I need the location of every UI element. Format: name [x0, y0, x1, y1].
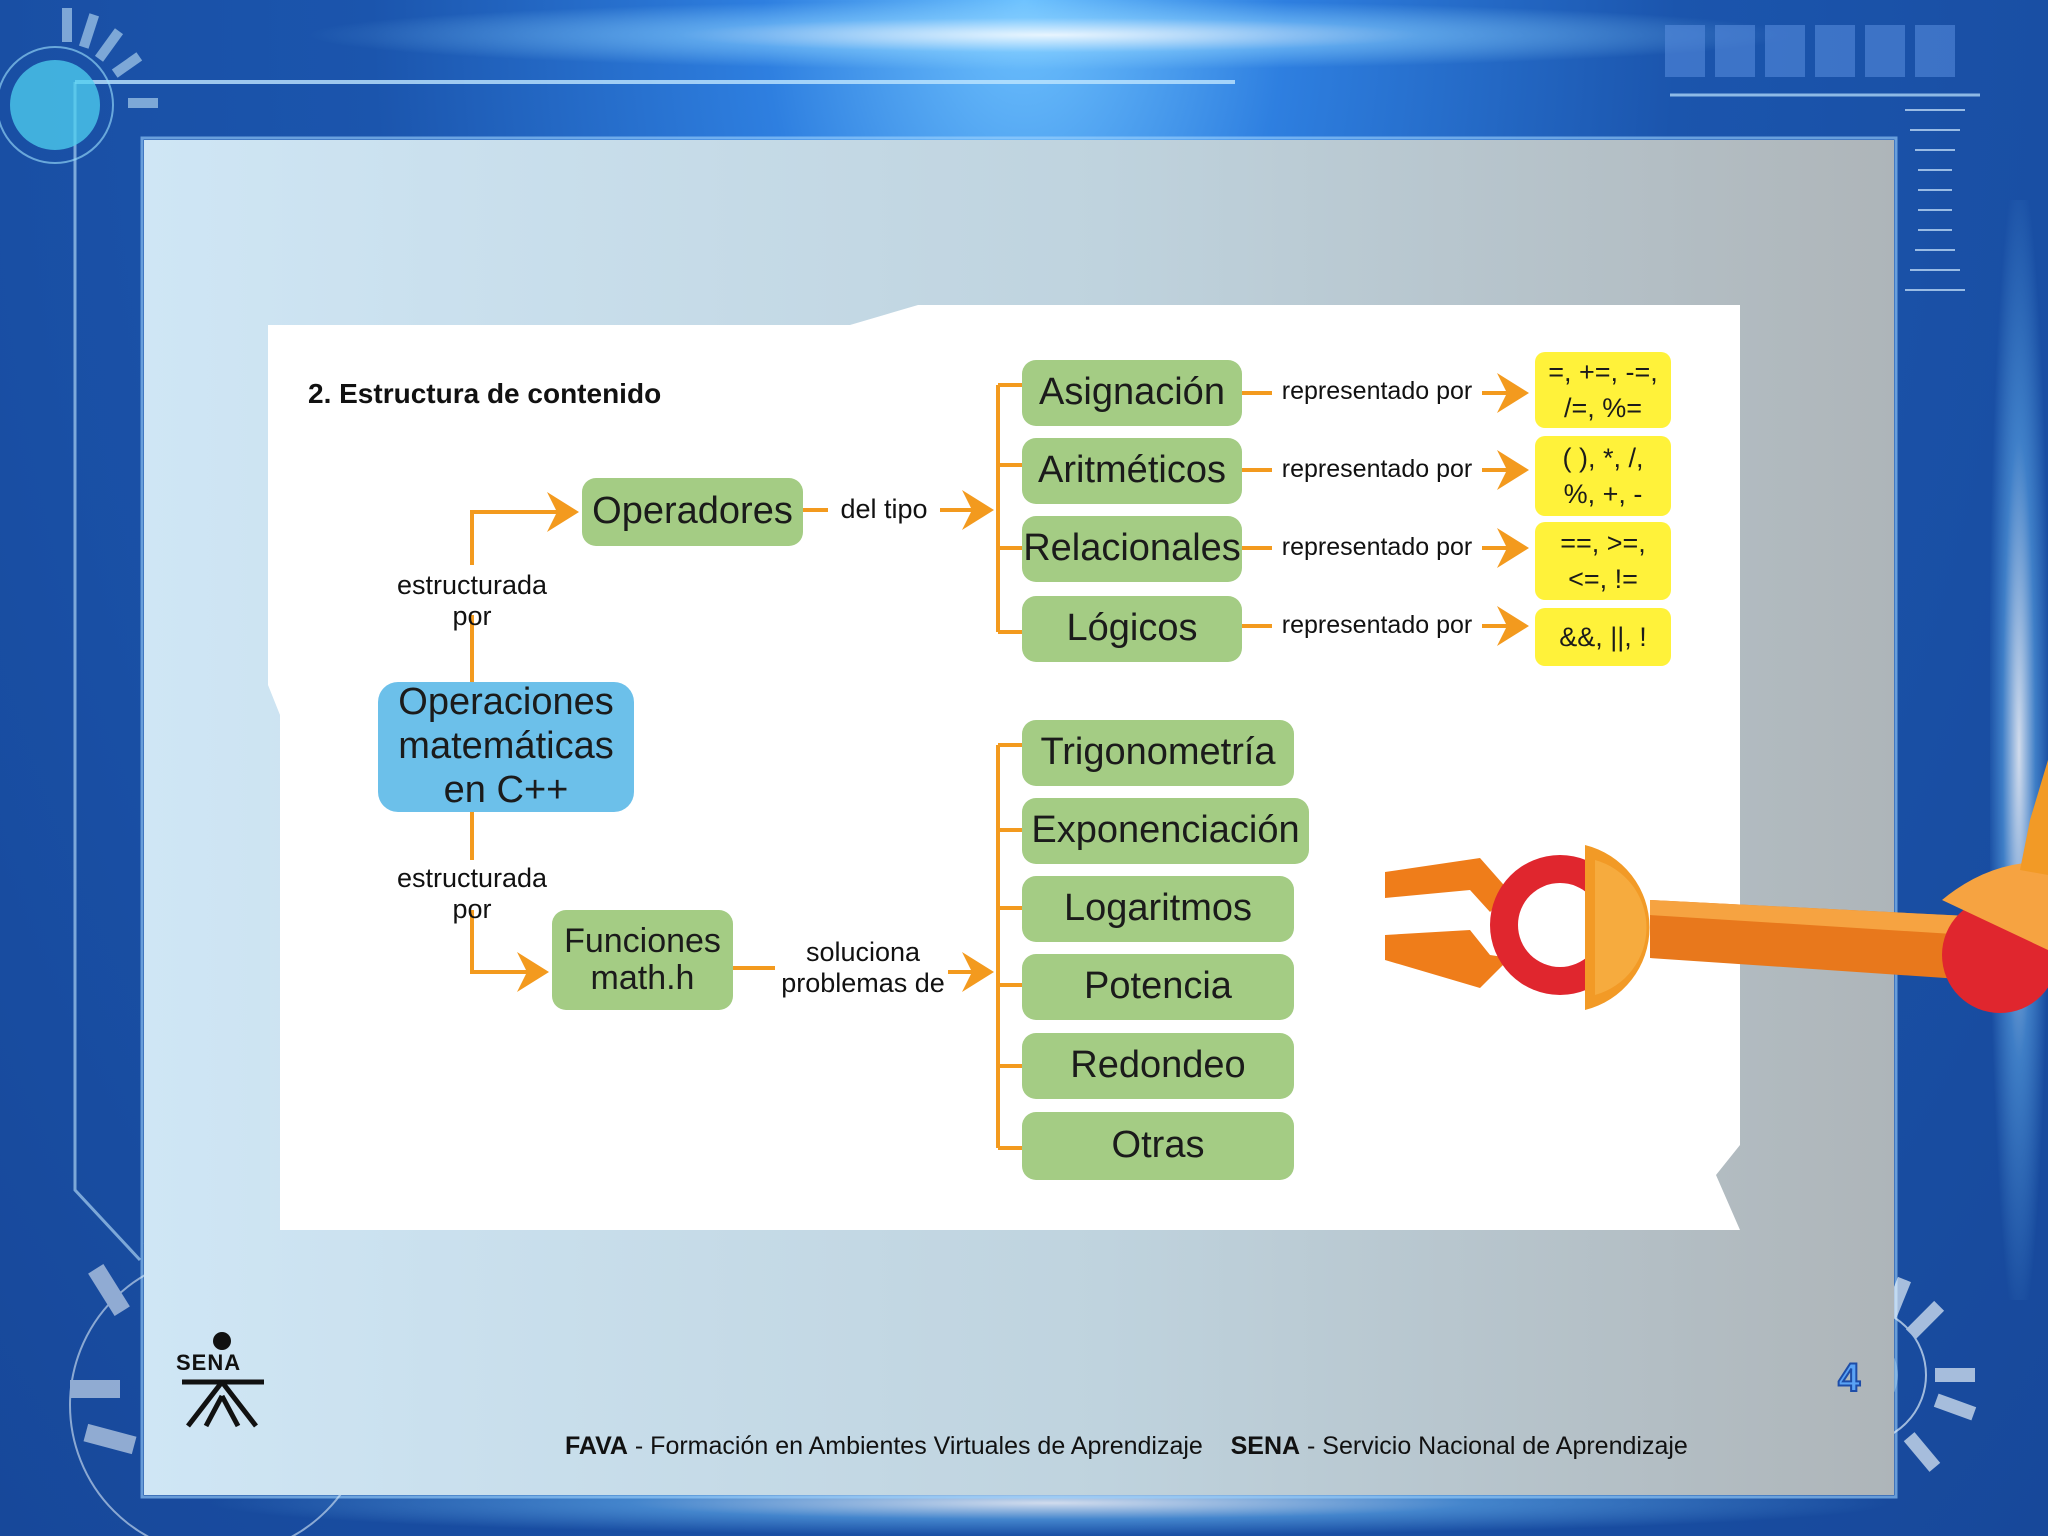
link-label-text: por	[452, 601, 492, 632]
operator-type-relacionales: Relacionales	[1022, 516, 1242, 582]
symbols-line: ( ), *, /,	[1562, 442, 1644, 473]
operadores-node: Operadores	[582, 478, 803, 546]
problem-trigonometria: Trigonometría	[1022, 720, 1294, 786]
right-ruler-lines	[1905, 109, 1965, 291]
link-label-representado: representado por	[1281, 611, 1473, 639]
sena-logo: SENA	[168, 1330, 278, 1430]
root-line-2: matemáticas	[398, 725, 614, 768]
operator-type-asignacion: Asignación	[1022, 360, 1242, 426]
link-label-estructurada-top: estructurada por	[386, 570, 558, 632]
symbols-asignacion: =, +=, -=, /=, %=	[1535, 352, 1671, 428]
sena-logo-mark	[182, 1332, 264, 1428]
root-line-1: Operaciones	[398, 681, 614, 724]
funciones-line-1: Funciones	[564, 921, 721, 960]
right-glow	[1990, 200, 2048, 1300]
link-label-soluciona: soluciona problemas de	[772, 937, 954, 999]
root-line-3: en C++	[443, 768, 569, 811]
symbols-line: =, +=, -=,	[1548, 356, 1658, 387]
symbols-line: &&, ||, !	[1559, 621, 1647, 652]
operator-type-aritmeticos: Aritméticos	[1022, 438, 1242, 504]
footer-sena-text: - Servicio Nacional de Aprendizaje	[1300, 1432, 1688, 1460]
problem-redondeo: Redondeo	[1022, 1033, 1294, 1099]
page-number: 4	[1837, 1355, 1861, 1401]
symbols-relacionales: ==, >=, <=, !=	[1535, 522, 1671, 600]
symbols-logicos: &&, ||, !	[1535, 608, 1671, 666]
footer-text: FAVA - Formación en Ambientes Virtuales …	[565, 1432, 1688, 1461]
section-heading: 2. Estructura de contenido	[308, 378, 662, 409]
link-label-text: estructurada	[396, 570, 548, 600]
symbols-line: <=, !=	[1568, 564, 1638, 594]
link-label-text: estructurada	[396, 863, 548, 893]
top-glow	[300, 0, 1800, 70]
link-label-text: soluciona	[805, 937, 921, 967]
symbols-aritmeticos: ( ), *, /, %, +, -	[1535, 436, 1671, 516]
symbols-line: %, +, -	[1563, 479, 1643, 509]
link-label-text: problemas de	[781, 968, 945, 999]
link-label-representado: representado por	[1281, 455, 1473, 483]
funciones-line-2: math.h	[590, 959, 695, 997]
symbols-line: /=, %=	[1563, 393, 1643, 423]
problem-exponenciacion: Exponenciación	[1022, 798, 1309, 864]
top-left-gear-icon	[0, 8, 158, 164]
problem-logaritmos: Logaritmos	[1022, 876, 1294, 942]
link-label-del-tipo: del tipo	[840, 494, 928, 524]
funciones-node: Funciones math.h	[552, 910, 733, 1010]
link-label-representado: representado por	[1281, 377, 1473, 405]
problem-potencia: Potencia	[1022, 954, 1294, 1020]
symbols-line: ==, >=,	[1560, 527, 1646, 558]
footer-fava-abbr: FAVA	[565, 1432, 628, 1460]
footer-fava-text: - Formación en Ambientes Virtuales de Ap…	[627, 1432, 1203, 1460]
problem-otras: Otras	[1022, 1112, 1294, 1180]
link-label-text: por	[452, 894, 492, 925]
sena-logo-text: SENA	[176, 1350, 242, 1375]
top-right-stripes	[1665, 25, 1955, 77]
footer-sena-abbr: SENA	[1230, 1432, 1301, 1460]
operator-type-logicos: Lógicos	[1022, 596, 1242, 662]
link-label-representado: representado por	[1281, 533, 1473, 561]
link-label-estructurada-bottom: estructurada por	[386, 863, 558, 925]
root-node: Operaciones matemáticas en C++	[378, 681, 634, 812]
